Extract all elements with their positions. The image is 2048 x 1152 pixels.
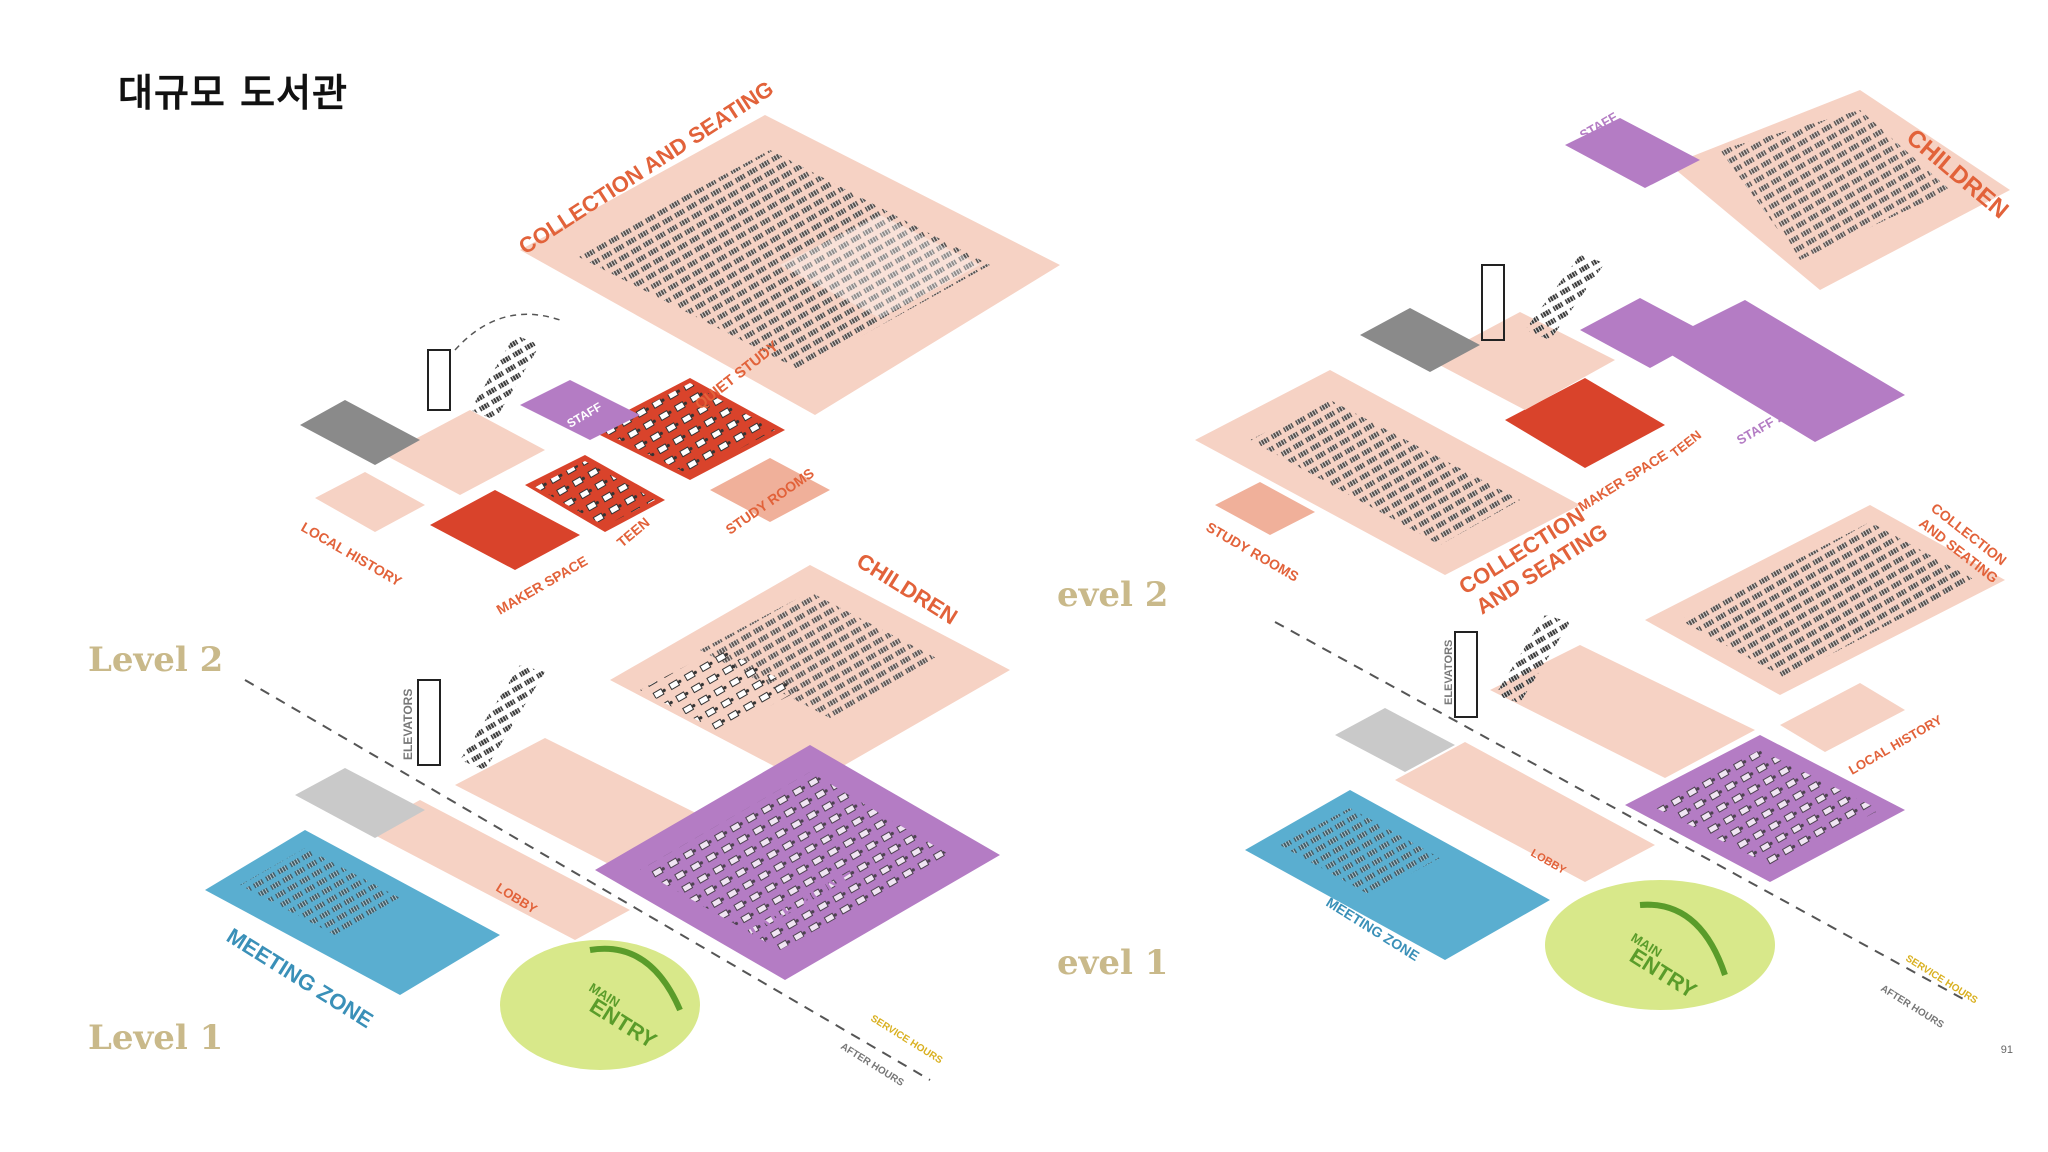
right-maker-space	[1505, 378, 1665, 468]
right-collection-shelves-l1	[1680, 522, 1975, 678]
left-label-service-hours: SERVICE HOURS	[868, 1013, 944, 1066]
right-lobby-l1	[1395, 742, 1655, 882]
left-label-elevators: ELEVATORS	[401, 689, 415, 760]
mid-level2-label: evel 2	[1057, 575, 1169, 615]
left-reading-circle	[780, 215, 980, 318]
right-children-shelves	[1720, 110, 1950, 260]
left-quiet-study-desks	[600, 383, 775, 475]
right-label-elevators: ELEVATORS	[1443, 640, 1455, 705]
left-level1-plan	[205, 565, 1010, 1081]
left-restroom-l1	[295, 768, 425, 838]
left-staff-zone	[520, 380, 640, 440]
right-label-study-rooms: STUDY ROOMS	[1204, 519, 1302, 585]
right-staff-top	[1565, 118, 1700, 188]
right-restroom-l2	[1360, 308, 1480, 372]
right-service-line	[1274, 621, 1966, 1001]
left-lobby-zone	[365, 800, 630, 940]
left-stair-l2	[470, 335, 540, 420]
left-level1-label: Level 1	[88, 1018, 224, 1058]
left-children-shelves	[700, 592, 940, 718]
right-label-service-hours: SERVICE HOURS	[1903, 953, 1979, 1006]
left-study-rooms-zone	[710, 458, 830, 522]
right-study-rooms	[1215, 482, 1315, 535]
right-local-history	[1780, 683, 1905, 752]
left-stair-l1	[460, 665, 545, 770]
left-elevator-l2	[427, 349, 451, 411]
left-label-local-history: LOCAL HISTORY	[299, 519, 406, 590]
left-level2-label: Level 2	[88, 640, 224, 680]
right-restroom-l1	[1335, 708, 1455, 772]
left-service-line	[244, 679, 931, 1081]
left-level2-plan	[300, 115, 1060, 570]
left-children-activity	[640, 648, 800, 732]
right-collection-shelves	[1250, 400, 1520, 545]
left-local-history-zone	[315, 472, 425, 532]
left-restroom-block	[300, 400, 420, 465]
left-collection-shelves	[575, 150, 990, 370]
right-elevator-l2	[1481, 264, 1505, 341]
left-main-entry	[500, 940, 700, 1070]
page-number: 91	[2000, 1044, 2013, 1056]
right-stair-l1	[1495, 615, 1570, 703]
right-entry-arrow	[1639, 901, 1728, 976]
right-main-entry	[1545, 880, 1775, 1010]
right-level2-plan	[1195, 90, 2010, 575]
right-label-teen: TEEN	[1668, 427, 1705, 460]
left-elevator-l1	[417, 679, 441, 766]
left-maker-space-zone	[430, 490, 580, 570]
right-label-after-hours: AFTER HOURS	[1878, 983, 1945, 1031]
right-stair-l2	[1525, 255, 1605, 340]
left-teen-desks	[535, 461, 655, 526]
right-level1-plan	[1245, 505, 2005, 1010]
right-staff-desks	[1650, 750, 1880, 865]
left-meeting-seats	[240, 848, 400, 935]
right-lounge-l2	[1430, 312, 1615, 410]
slide-title: 대규모 도서관	[118, 71, 348, 115]
right-meeting-seats	[1280, 808, 1440, 895]
left-label-after-hours: AFTER HOURS	[838, 1041, 905, 1089]
left-stair-guide	[454, 313, 561, 351]
mid-level1-label: evel 1	[1057, 943, 1169, 983]
right-lounge-l1	[1490, 645, 1755, 778]
left-staff-desks	[640, 772, 950, 950]
left-entry-arrow	[589, 945, 683, 1012]
right-elevator-l1	[1454, 631, 1478, 718]
right-staff-zone-l2	[1655, 300, 1905, 442]
left-lounge-zone	[385, 410, 545, 495]
